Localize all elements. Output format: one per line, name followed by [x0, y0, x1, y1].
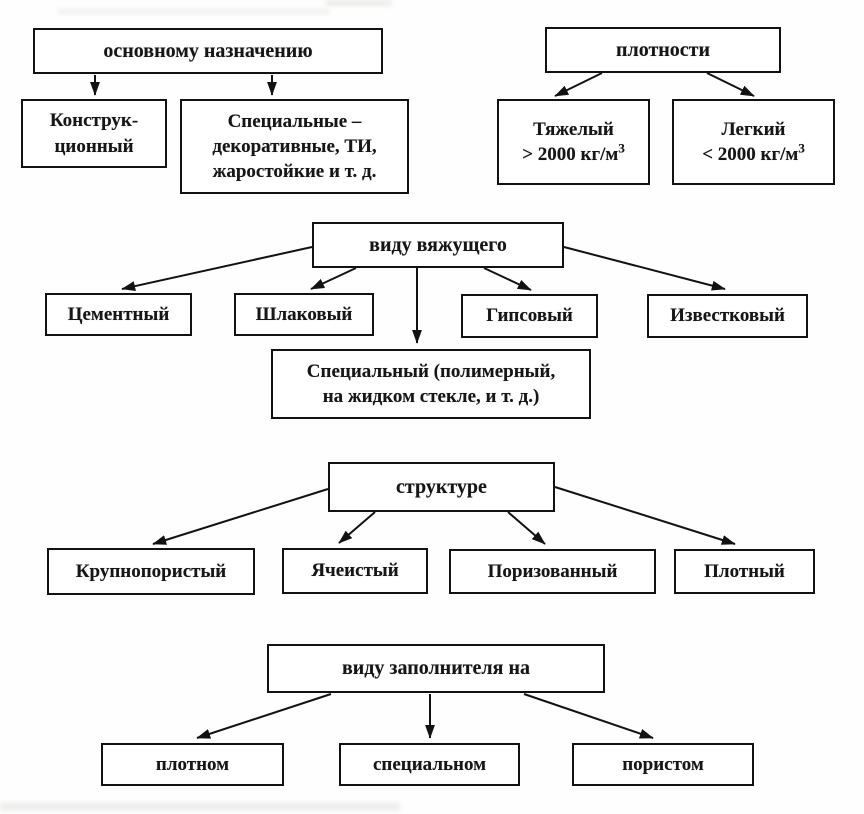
node-light-concrete: Легкий < 2000 кг/м3	[672, 99, 835, 185]
node-filler-header: виду заполнителя на	[267, 644, 605, 693]
node-heavy-concrete: Тяжелый > 2000 кг/м3	[497, 99, 650, 185]
node-label: Известковый	[670, 305, 785, 327]
node-label-line: Конструк-	[49, 110, 139, 132]
node-label: структуре	[396, 475, 487, 498]
node-label: основному назначению	[103, 39, 313, 62]
node-label: Гипсовый	[486, 305, 573, 327]
node-label: Поризованный	[487, 560, 618, 582]
node-label: специальном	[372, 753, 487, 775]
node-dense-structure: Плотный	[674, 549, 815, 594]
node-gypsum: Гипсовый	[461, 294, 598, 338]
superscript: 3	[618, 140, 625, 156]
node-label: пористом	[622, 753, 704, 775]
node-label-line: > 2000 кг/м3	[522, 142, 625, 167]
node-special-binder: Специальный (полимерный, на жидком стекл…	[271, 349, 591, 419]
node-porous-filler: пористом	[572, 743, 754, 786]
node-label: плотности	[615, 38, 711, 61]
node-structure-header: структуре	[328, 462, 555, 512]
node-label: виду заполнителя на	[341, 657, 530, 680]
density-value: < 2000 кг/м	[702, 144, 799, 165]
node-label-line: декоративные, ТИ,	[212, 135, 377, 157]
node-label-line: Специальные –	[227, 110, 362, 132]
node-dense-filler: плотном	[101, 743, 284, 786]
node-label-line: Специальный (полимерный,	[306, 360, 556, 382]
scan-artifact	[326, 0, 392, 6]
scan-artifact	[58, 9, 330, 14]
node-slag: Шлаковый	[234, 293, 374, 336]
node-cement: Цементный	[45, 293, 192, 336]
node-special-purpose: Специальные – декоративные, ТИ, жаростой…	[180, 99, 409, 194]
node-label-line: жаростойкие и т. д.	[212, 161, 377, 183]
node-label-line: Тяжелый	[533, 118, 614, 140]
node-label-line: ционный	[54, 135, 134, 157]
scan-artifact	[0, 802, 400, 811]
node-lime: Известковый	[647, 294, 808, 338]
density-value: > 2000 кг/м	[522, 144, 619, 165]
node-label: Ячеистый	[311, 560, 399, 582]
node-label: Плотный	[704, 560, 785, 582]
node-density-header: плотности	[545, 27, 781, 73]
node-label: виду вяжущего	[369, 233, 507, 256]
node-label: Цементный	[67, 303, 170, 325]
node-special-filler: специальном	[339, 743, 520, 786]
superscript: 3	[798, 140, 805, 156]
node-label-line: Легкий	[721, 118, 786, 140]
node-label: Шлаковый	[255, 303, 353, 325]
node-binder-header: виду вяжущего	[312, 222, 564, 268]
node-purpose-header: основному назначению	[33, 28, 383, 74]
node-constructional: Конструк- ционный	[21, 99, 167, 168]
node-label-line: < 2000 кг/м3	[702, 142, 805, 167]
node-label: Крупнопористый	[75, 560, 227, 582]
node-label: плотном	[155, 753, 230, 775]
node-porized: Поризованный	[449, 549, 656, 594]
node-cellular: Ячеистый	[282, 548, 428, 594]
node-large-porous: Крупнопористый	[47, 548, 255, 595]
node-label-line: на жидком стекле, и т. д.)	[322, 386, 540, 407]
